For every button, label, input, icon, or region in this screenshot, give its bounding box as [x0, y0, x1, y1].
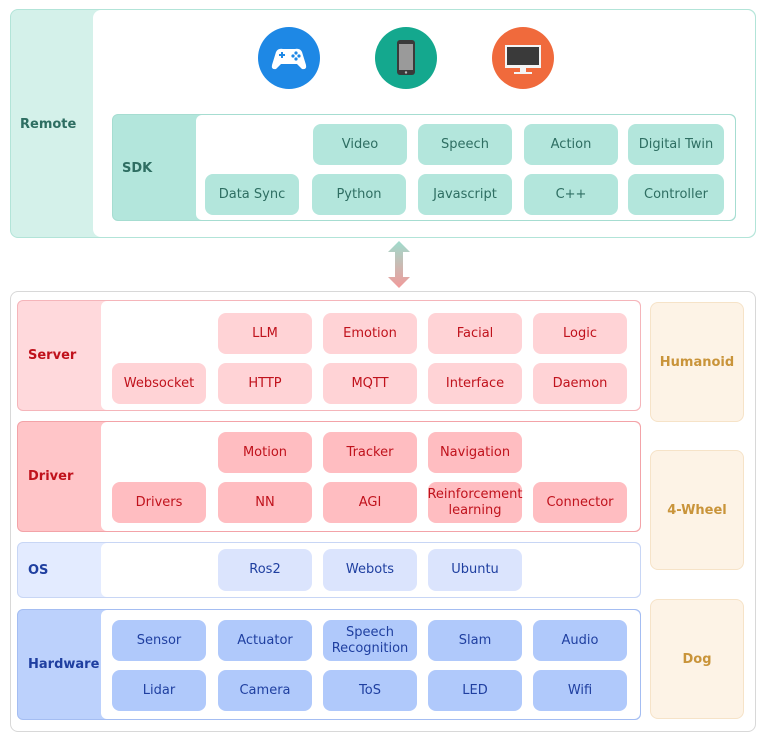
- sdk-chip-cpp: C++: [524, 174, 618, 215]
- driver-chip-navigation: Navigation: [428, 432, 522, 473]
- driver-chip-drivers: Drivers: [112, 482, 206, 523]
- sdk-chip-video: Video: [313, 124, 407, 165]
- monitor-icon: [492, 27, 554, 89]
- sdk-label: SDK: [122, 160, 153, 176]
- driver-chip-reinforcement-learning: Reinforcement learning: [427, 482, 523, 523]
- driver-chip-tracker: Tracker: [323, 432, 417, 473]
- driver-chip-connector: Connector: [533, 482, 627, 523]
- server-chip-emotion: Emotion: [323, 313, 417, 354]
- hw-chip-camera: Camera: [218, 670, 312, 711]
- hw-chip-sensor: Sensor: [112, 620, 206, 661]
- hw-chip-led: LED: [428, 670, 522, 711]
- robot-type-humanoid: Humanoid: [650, 302, 744, 422]
- hw-chip-wifi: Wifi: [533, 670, 627, 711]
- robot-type-dog: Dog: [650, 599, 744, 719]
- os-chip-ubuntu: Ubuntu: [428, 549, 522, 591]
- server-label: Server: [28, 347, 77, 363]
- sdk-chip-action: Action: [524, 124, 618, 165]
- robot-type-4-wheel: 4-Wheel: [650, 450, 744, 570]
- os-chip-ros2: Ros2: [218, 549, 312, 591]
- sdk-chip-data-sync: Data Sync: [205, 174, 299, 215]
- hw-chip-audio: Audio: [533, 620, 627, 661]
- hw-chip-tos: ToS: [323, 670, 417, 711]
- remote-label: Remote: [20, 116, 77, 132]
- sdk-chip-controller: Controller: [628, 174, 724, 215]
- server-chip-interface: Interface: [428, 363, 522, 404]
- driver-chip-nn: NN: [218, 482, 312, 523]
- hw-chip-actuator: Actuator: [218, 620, 312, 661]
- server-chip-facial: Facial: [428, 313, 522, 354]
- os-label: OS: [28, 562, 49, 578]
- phone-icon: [375, 27, 437, 89]
- sdk-chip-speech: Speech: [418, 124, 512, 165]
- hw-chip-speech-recognition: Speech Recognition: [323, 620, 417, 661]
- server-chip-daemon: Daemon: [533, 363, 627, 404]
- hw-chip-lidar: Lidar: [112, 670, 206, 711]
- driver-chip-motion: Motion: [218, 432, 312, 473]
- driver-chip-agi: AGI: [323, 482, 417, 523]
- hardware-label: Hardware: [28, 656, 100, 672]
- sdk-chip-digital-twin: Digital Twin: [628, 124, 724, 165]
- sdk-chip-javascript: Javascript: [418, 174, 512, 215]
- server-chip-llm: LLM: [218, 313, 312, 354]
- sdk-chip-python: Python: [312, 174, 406, 215]
- gamepad-icon: [258, 27, 320, 89]
- driver-label: Driver: [28, 468, 74, 484]
- hw-chip-slam: Slam: [428, 620, 522, 661]
- server-chip-http: HTTP: [218, 363, 312, 404]
- server-chip-mqtt: MQTT: [323, 363, 417, 404]
- server-chip-websocket: Websocket: [112, 363, 206, 404]
- server-chip-logic: Logic: [533, 313, 627, 354]
- os-chip-webots: Webots: [323, 549, 417, 591]
- bidirectional-arrow-icon: [388, 241, 410, 288]
